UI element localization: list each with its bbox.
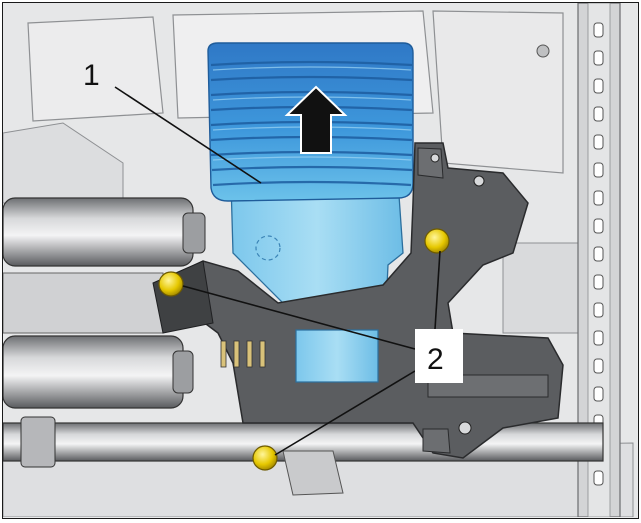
- nut-left: [158, 271, 184, 297]
- mounting-bracket: [152, 142, 564, 496]
- nut-upper-right: [424, 228, 450, 254]
- callout-2: 2: [415, 329, 463, 383]
- exploded-view-diagram: 1 2: [3, 3, 637, 517]
- nut-lower: [252, 445, 278, 471]
- up-arrow-icon: [284, 85, 348, 154]
- fasteners: [158, 228, 450, 471]
- leader-lines: [114, 86, 441, 456]
- callout-2-label: 2: [427, 343, 444, 376]
- motor-cylinders: [3, 197, 604, 468]
- callout-1-label: 1: [83, 59, 100, 92]
- callout-1: 1: [83, 59, 100, 92]
